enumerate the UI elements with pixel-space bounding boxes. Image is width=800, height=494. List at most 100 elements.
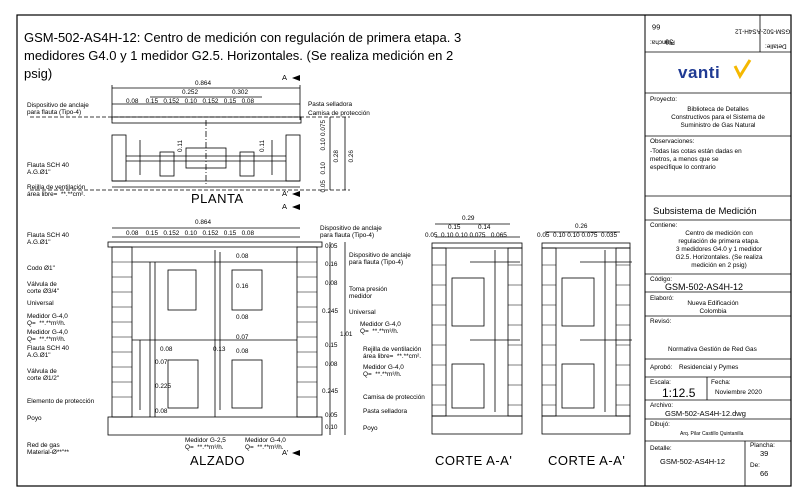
planta-dim-right-4: 0.05 [320, 180, 327, 193]
tb-detalle2: GSM-502-AS4H-12 [660, 457, 726, 466]
section-mark-a: A [282, 73, 288, 82]
alzado-inner-7: 0.07 [155, 359, 168, 366]
alzado-right-dim-8: 0.10 [325, 424, 338, 431]
view-title-alzado: ALZADO [190, 453, 246, 468]
tb-rotated-detalle: Detalle: [765, 42, 787, 50]
planta-view [30, 85, 350, 191]
tb-codigo: GSM-502-AS4H-12 [665, 282, 744, 292]
alzado-label-g40: Medidor G-4,0 Q= **.**m³/h. [245, 437, 286, 451]
planta-dim-right-big-2: 0.28 [333, 150, 340, 163]
alzado-right-dim-3: 0.245 [322, 308, 338, 315]
title-block-lines [645, 15, 791, 486]
alzado-label-codo: Codo Ø1" [27, 265, 55, 272]
tb-escala: 1:12.5 [662, 386, 696, 400]
alzado-label-red: Red de gas Material-Ø**"** [27, 442, 70, 456]
alzado-dim-row: 0.08 0.15 0.152 0.10 0.152 0.15 0.08 [126, 230, 255, 237]
tb-aprobo: Residencial y Pymes [679, 364, 739, 371]
alzado-right-dim-6: 0.245 [322, 388, 338, 395]
tb-rotated-plancha-num: 39 [665, 37, 674, 47]
alzado-label-valv34: Válvula de corte Ø3/4" [27, 281, 60, 295]
tb-subsistema: Subsistema de Medición [653, 206, 757, 217]
planta-dim-mid-1: 0.252 [182, 89, 198, 96]
tb-elaboro-lbl: Elaboró: [650, 295, 674, 302]
section-mark-a-2: A [282, 202, 288, 211]
alzado-label-flauta2: Flauta SCH 40 A.G.Ø1" [27, 345, 69, 359]
tb-archivo: GSM-502-AS4H-12.dwg [665, 409, 746, 418]
tb-de2-lbl: De: [750, 462, 760, 469]
planta-label-pasta: Pasta selladora [308, 101, 353, 108]
brick-pattern [112, 261, 317, 398]
planta-label-flauta: Flauta SCH 40 A.G.Ø1" [27, 162, 69, 176]
view-title-corte1: CORTE A-A' [435, 453, 513, 468]
alzado-inner-1: 0.16 [236, 283, 249, 290]
alzado-label-toma: Toma presión medidor [349, 286, 388, 300]
tb-obs-lbl: Observaciones: [650, 138, 695, 145]
planta-dim-inner-1: 0.11 [177, 140, 184, 152]
alzado-right-dim-2: 0.08 [325, 280, 338, 287]
tb-escala-lbl: Escala: [650, 379, 671, 386]
tb-reviso: Normativa Gestión de Red Gas [668, 346, 757, 353]
alzado-label-poyo: Poyo [27, 415, 42, 422]
tb-plancha2-lbl: Plancha: [750, 442, 775, 449]
planta-dim-inner-2: 0.11 [259, 140, 266, 152]
tb-elaboro: Nueva Edificación Colombia [687, 300, 739, 315]
alzado-label-pasta: Pasta selladora [363, 408, 408, 415]
section-arrow-bottom [292, 191, 300, 197]
tb-detalle2-lbl: Detalle: [650, 445, 672, 452]
tb-dibujo: Arq. Pilar Castillo Quintanilla [680, 431, 744, 437]
planta-label-camisa: Camisa de protección [308, 110, 370, 117]
planta-dim-right-3: 0.10 [320, 162, 327, 175]
alzado-label-anclaje: Dispositivo de anclaje para flauta (Tipo… [320, 225, 382, 239]
alzado-view [107, 227, 346, 436]
tb-aprobo-lbl: Aprobó: [650, 364, 673, 371]
alzado-label-rejilla: Rejilla de ventilación área libre= **.**… [363, 346, 422, 360]
alzado-label-universal: Universal [27, 300, 54, 307]
planta-dim-right-big-1: 0.26 [348, 150, 355, 163]
tb-fecha-lbl: Fecha: [711, 379, 731, 386]
alzado-right-dim-1: 0.16 [325, 261, 338, 268]
planta-dim-row: 0.08 0.15 0.152 0.10 0.152 0.15 0.08 [126, 98, 255, 105]
alzado-inner-9: 0.08 [155, 408, 168, 415]
alzado-inner-2: 0.08 [236, 314, 249, 321]
corte1-view [431, 223, 523, 435]
tb-rotated-de-num: 66 [652, 22, 661, 32]
corte1-dim-mid-1: 0.15 [448, 224, 461, 231]
planta-label-anclaje: Dispositivo de anclaje para flauta (Tipo… [27, 102, 89, 116]
alzado-label-valv12: Válvula de corte Ø1/2" [27, 368, 60, 382]
planta-dim-mid-2: 0.302 [232, 89, 248, 96]
planta-dim-right-1: 0.10 [320, 138, 327, 151]
section-mark-a-prime: A' [282, 189, 289, 198]
alzado-inner-4: 0.08 [236, 348, 249, 355]
view-title-corte2: CORTE A-A' [548, 453, 626, 468]
drawing-title: GSM-502-AS4H-12: Centro de medición con … [24, 30, 462, 81]
tb-archivo-lbl: Archivo: [650, 402, 674, 409]
alzado-inner-3: 0.07 [236, 334, 249, 341]
alzado-label-poyo-r: Poyo [363, 425, 378, 432]
planta-dim-right-2: 0.075 [320, 120, 327, 136]
alzado-label-camisa: Camisa de protección [363, 394, 425, 401]
alzado-right-dim-5: 0.08 [325, 361, 338, 368]
alzado-inner-8: 0.225 [155, 383, 171, 390]
planta-dim-total: 0.864 [195, 80, 211, 87]
alzado-right-dim-4: 0.15 [325, 342, 338, 349]
alzado-label-elemento: Elemento de protección [27, 398, 95, 405]
alzado-inner-0: 0.08 [236, 253, 249, 260]
view-title-planta: PLANTA [191, 191, 244, 206]
tb-dibujo-lbl: Dibujó: [650, 421, 670, 428]
tb-plancha2: 39 [760, 449, 769, 458]
tb-contiene-lbl: Contiene: [650, 222, 678, 229]
corte1-dim-mid-2: 0.14 [478, 224, 491, 231]
alzado-label-flauta: Flauta SCH 40 A.G.Ø1" [27, 232, 69, 246]
planta-label-rejilla: Rejilla de ventilación área libre= **.**… [27, 184, 86, 198]
section-mark-a-prime-2: A' [282, 448, 289, 457]
alzado-inner-5: 0.13 [213, 346, 226, 353]
alzado-label-universal-r: Universal [349, 309, 376, 316]
alzado-label-med2: Medidor G-4,0 Q= **.**m³/h. [27, 329, 68, 343]
corte2-dim-row: 0.05 0.10 0.10 0.075 0.035 [537, 232, 618, 239]
corte1-dim-top: 0.29 [462, 215, 475, 222]
tb-de2: 66 [760, 469, 769, 478]
alzado-label-med4: Medidor G-4,0 Q= **.**m³/h. [363, 364, 404, 378]
alzado-right-dim-7: 0.05 [325, 412, 338, 419]
